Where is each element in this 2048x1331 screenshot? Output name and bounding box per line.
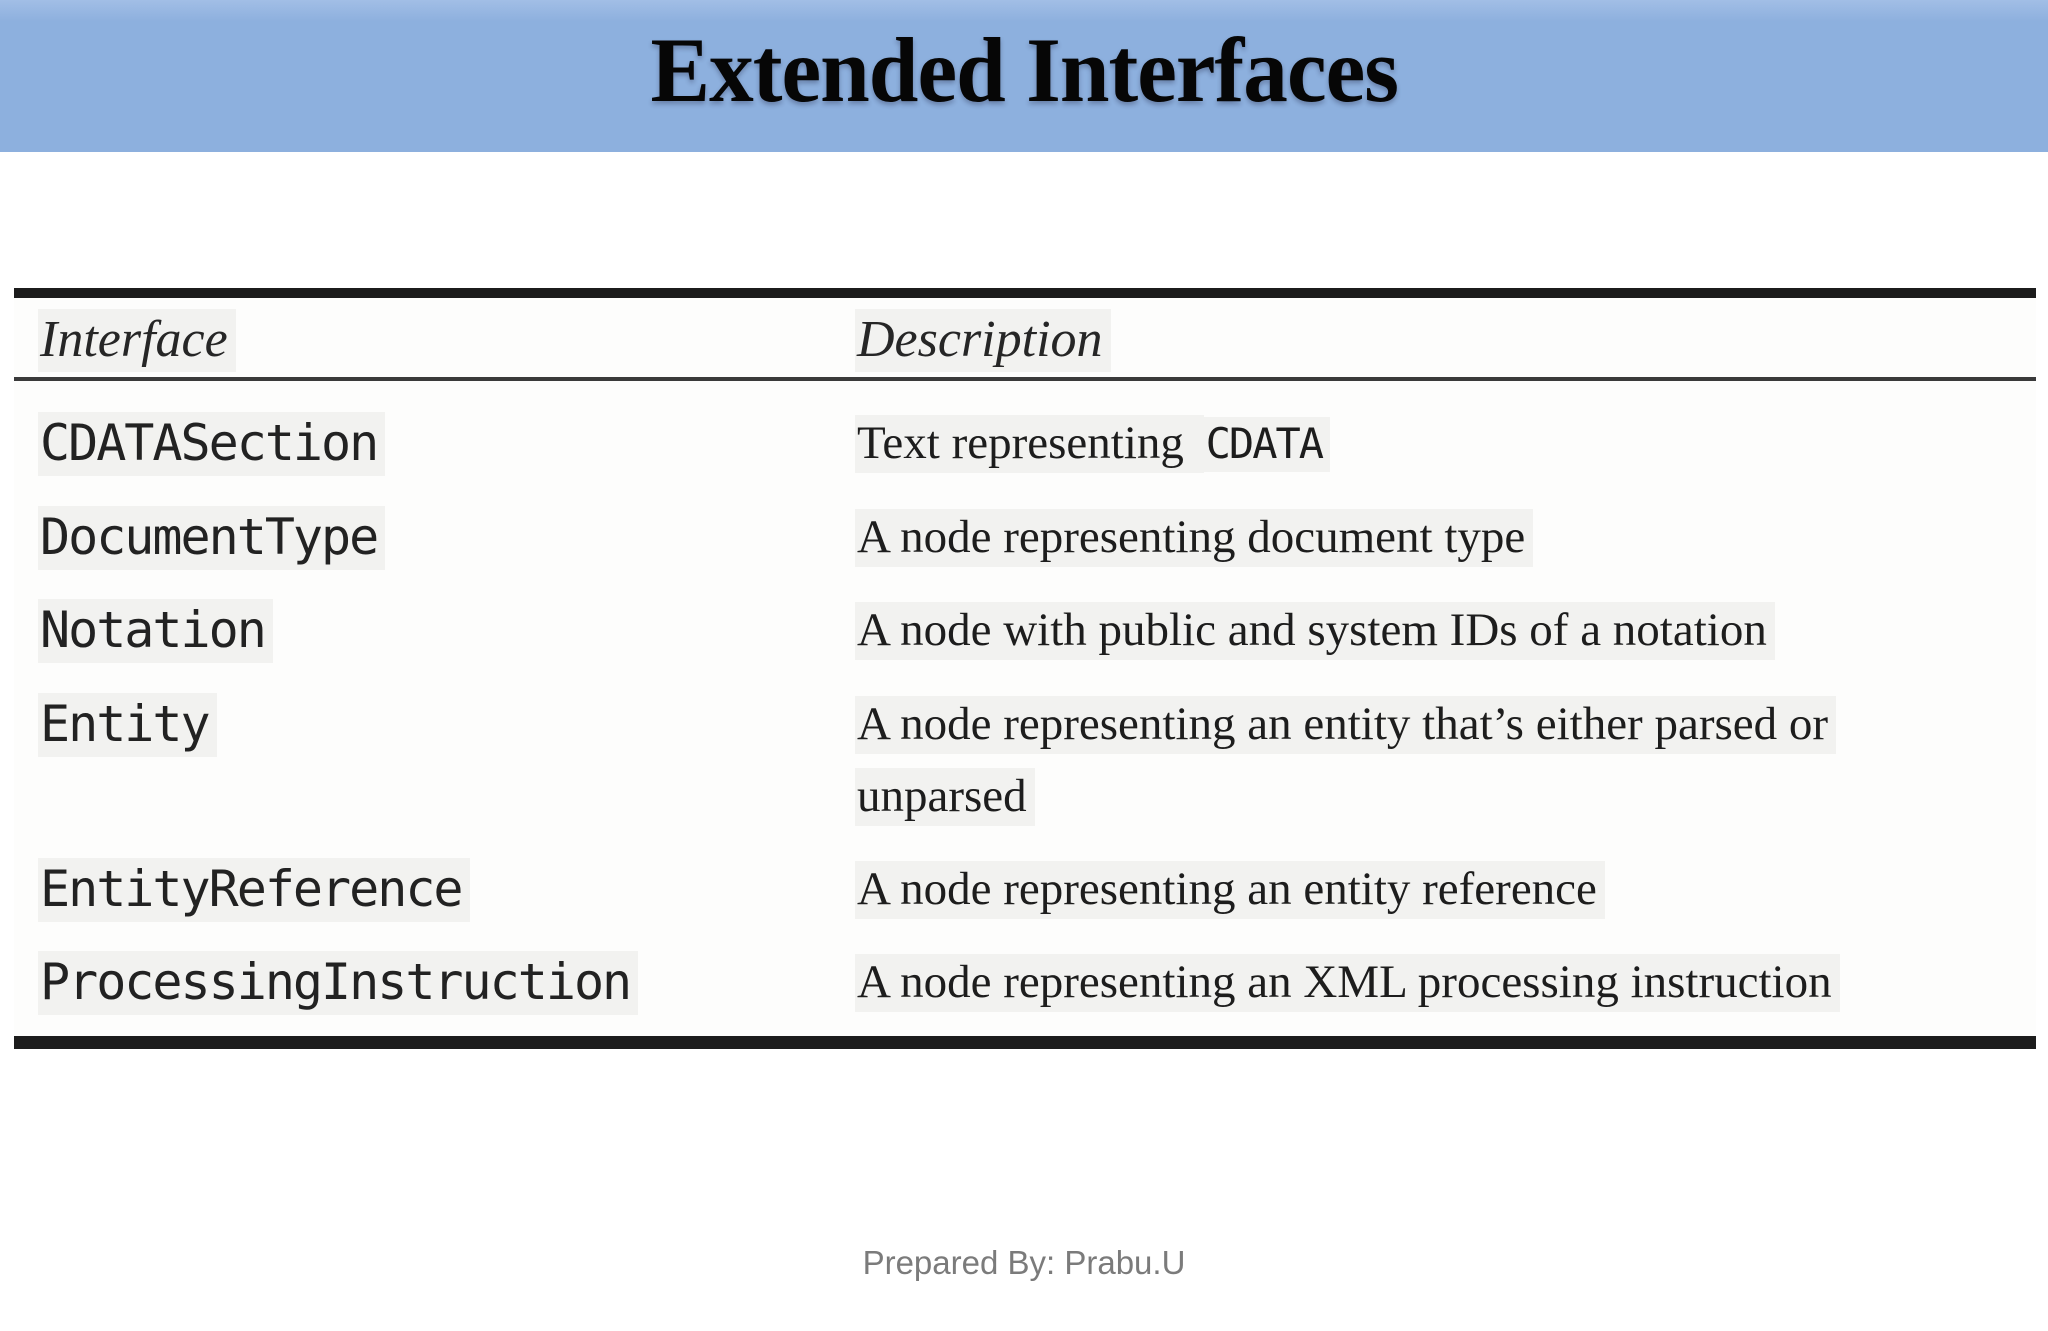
interface-cell: DocumentType — [38, 506, 386, 571]
table-row: CDATASection Text representing CDATA — [14, 407, 2036, 480]
description-cell: A node with public and system IDs of a n… — [855, 594, 2036, 666]
table-row: ProcessingInstruction A node representin… — [14, 946, 2036, 1018]
prepared-by-text: Prepared By: Prabu.U — [862, 1244, 1186, 1281]
description-code-part: CDATA — [1203, 417, 1331, 472]
interface-cell: EntityReference — [38, 857, 470, 922]
slide-title-bar: Extended Interfaces — [0, 0, 2048, 152]
table-header-row: Interface Description — [14, 298, 2036, 381]
table-row: EntityReference A node representing an e… — [14, 853, 2036, 925]
column-header-interface: Interface — [14, 309, 855, 372]
interface-cell: Entity — [38, 692, 217, 757]
description-text-part: Text representing — [855, 415, 1204, 473]
interface-cell: CDATASection — [38, 412, 386, 476]
description-cell: A node representing an entity that’s eit… — [855, 688, 2036, 832]
table-row: DocumentType A node representing documen… — [14, 501, 2036, 573]
description-text-part: A node representing an XML processing in… — [855, 953, 1840, 1012]
description-cell: Text representing CDATA — [855, 407, 2036, 480]
slide-footer: Prepared By: Prabu.U — [0, 1244, 2048, 1282]
interface-cell: Notation — [38, 599, 273, 664]
description-cell: A node representing document type — [855, 501, 2036, 573]
interfaces-table: Interface Description CDATASection Text … — [14, 288, 2036, 1049]
description-cell: A node representing an entity reference — [855, 853, 2036, 925]
description-text-part: A node representing an entity reference — [855, 860, 1605, 919]
description-text-part: A node representing document type — [855, 509, 1534, 568]
table-row: Notation A node with public and system I… — [14, 594, 2036, 666]
table-body: CDATASection Text representing CDATA Doc… — [14, 381, 2036, 1036]
interface-cell: ProcessingInstruction — [38, 950, 639, 1015]
description-text-part: A node with public and system IDs of a n… — [855, 602, 1775, 661]
description-text-part: A node representing an entity that’s eit… — [855, 695, 1837, 826]
table-row: Entity A node representing an entity tha… — [14, 688, 2036, 832]
description-cell: A node representing an XML processing in… — [855, 946, 2036, 1018]
page-title: Extended Interfaces — [650, 19, 1398, 121]
column-header-description: Description — [855, 309, 2036, 372]
